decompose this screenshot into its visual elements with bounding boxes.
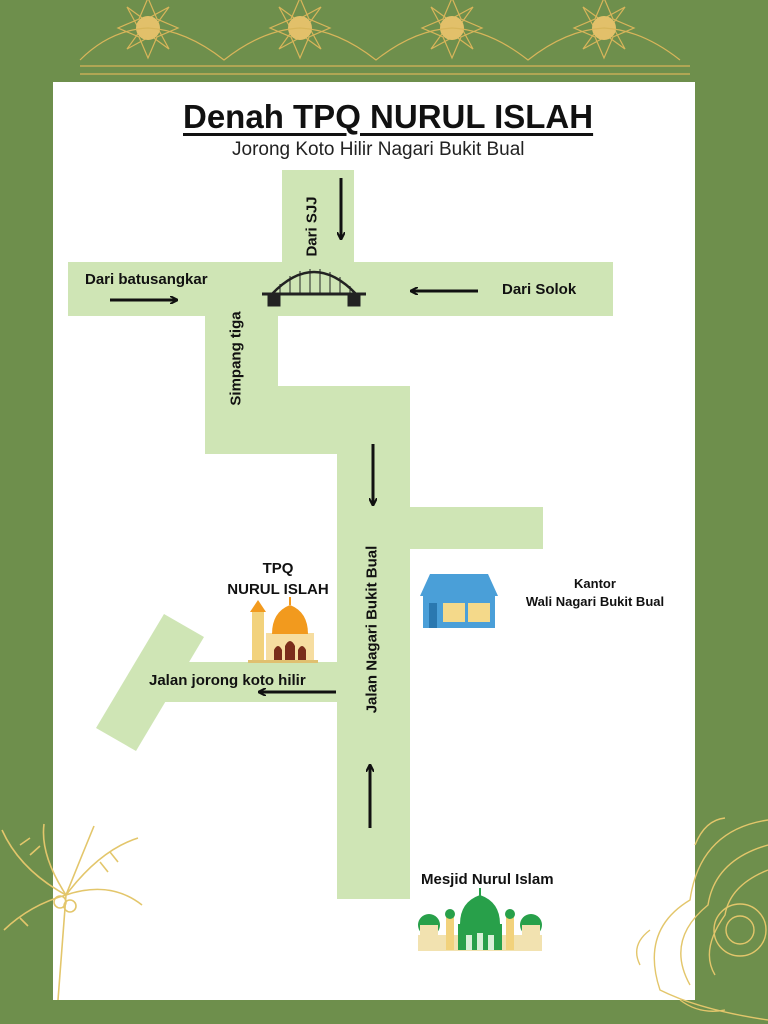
palm-tree-icon (1, 823, 143, 1001)
label-jalan-nagari-bukit-bual: Jalan Nagari Bukit Bual (363, 545, 381, 714)
mandala-ornament-icon (636, 817, 768, 1021)
label-from-sjj: Dari SJJ (303, 196, 321, 257)
mosque-label: Mesjid Nurul Islam (421, 871, 554, 888)
label-from-batusangkar: Dari batusangkar (85, 271, 208, 288)
road-east-branch (405, 507, 543, 549)
bridge-icon (262, 269, 366, 307)
star-ornament-icon (79, 0, 690, 75)
page-title: Denah TPQ NURUL ISLAH (183, 98, 594, 135)
label-jalan-jorong-koto-hilir: Jalan jorong koto hilir (149, 672, 306, 689)
tpq-label-line2: NURUL ISLAH (227, 581, 329, 598)
arrow-icon (110, 178, 478, 828)
office-building-icon (420, 574, 498, 628)
tpq-mosque-icon (248, 597, 318, 663)
page-subtitle: Jorong Koto Hilir Nagari Bukit Bual (232, 139, 525, 160)
label-from-solok: Dari Solok (502, 281, 577, 298)
tpq-label-line1: TPQ (262, 560, 294, 577)
road-diagonal (96, 614, 204, 751)
label-simpang-tiga: Simpang tiga (227, 311, 245, 406)
road-jorong-koto-hilir (160, 662, 342, 702)
office-label-line2: Wali Nagari Bukit Bual (525, 594, 665, 609)
office-label-line1: Kantor (574, 576, 616, 591)
green-mosque-icon (418, 888, 542, 951)
